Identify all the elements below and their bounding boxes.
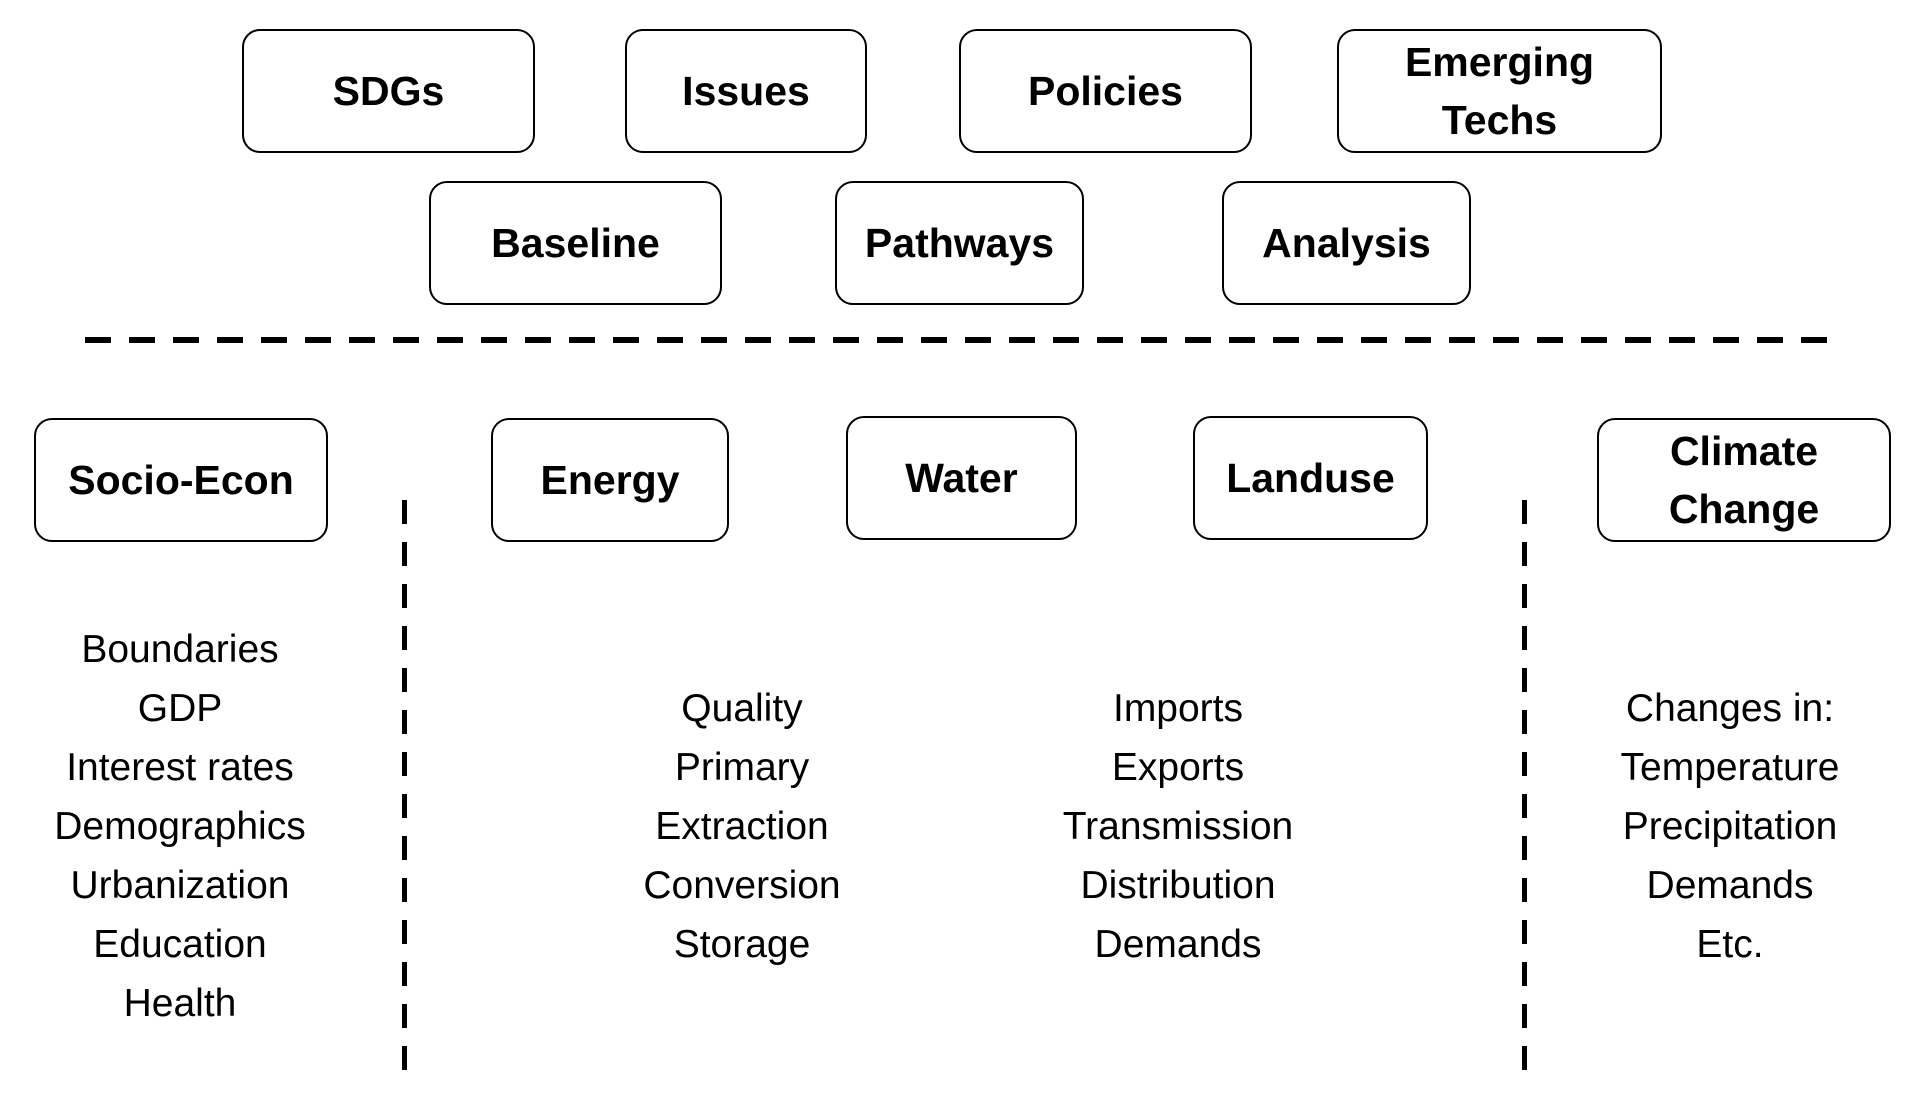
list-item: Exports — [1111, 746, 1245, 789]
issues-box: Issues — [625, 29, 867, 153]
policies-label: Policies — [1028, 68, 1183, 114]
list-item: Precipitation — [1622, 805, 1838, 848]
baseline-label: Baseline — [491, 220, 660, 266]
energy-box: Energy — [491, 418, 729, 542]
emerging-techs-label: Emerging Techs — [1404, 39, 1595, 143]
energy-label: Energy — [540, 457, 680, 503]
list-item: Demographics — [54, 805, 306, 848]
list-item: Education — [93, 923, 267, 966]
list-item: Urbanization — [70, 864, 290, 907]
list-item: Changes in: — [1625, 687, 1835, 730]
horizontal-dashed-divider — [85, 337, 1845, 343]
list-item: Demands — [1094, 923, 1262, 966]
water-label: Water — [905, 455, 1018, 501]
analysis-box: Analysis — [1222, 181, 1471, 305]
list-item: Conversion — [643, 864, 841, 907]
water-box: Water — [846, 416, 1077, 540]
list-item: Primary — [674, 746, 810, 789]
list-item: Quality — [681, 687, 803, 730]
climate-change-label: Climate Change — [1668, 428, 1820, 532]
landuse-box: Landuse — [1193, 416, 1428, 540]
landuse-list: Imports Exports Transmission Distributio… — [1028, 679, 1328, 974]
issues-label: Issues — [682, 68, 810, 114]
list-item: Distribution — [1080, 864, 1276, 907]
list-item: Boundaries — [81, 628, 279, 671]
vertical-dashed-divider-left — [402, 500, 407, 1072]
list-item: Storage — [673, 923, 811, 966]
list-item: Health — [123, 982, 237, 1025]
energy-list: Quality Primary Extraction Conversion St… — [592, 679, 892, 974]
list-item: Interest rates — [66, 746, 294, 789]
emerging-techs-box: Emerging Techs — [1337, 29, 1662, 153]
sdgs-box: SDGs — [242, 29, 535, 153]
socio-econ-box: Socio-Econ — [34, 418, 328, 542]
socio-econ-list: Boundaries GDP Interest rates Demographi… — [30, 620, 330, 1033]
pathways-box: Pathways — [835, 181, 1084, 305]
socio-econ-label: Socio-Econ — [68, 457, 294, 503]
list-item: Etc. — [1696, 923, 1764, 966]
analysis-label: Analysis — [1262, 220, 1431, 266]
climate-change-list: Changes in: Temperature Precipitation De… — [1580, 679, 1880, 974]
vertical-dashed-divider-right — [1522, 500, 1527, 1072]
sdgs-label: SDGs — [332, 68, 445, 114]
list-item: Temperature — [1620, 746, 1840, 789]
list-item: Transmission — [1062, 805, 1294, 848]
climate-change-box: Climate Change — [1597, 418, 1891, 542]
landuse-label: Landuse — [1226, 455, 1395, 501]
baseline-box: Baseline — [429, 181, 722, 305]
pathways-label: Pathways — [864, 220, 1055, 266]
list-item: Demands — [1646, 864, 1814, 907]
list-item: Imports — [1112, 687, 1244, 730]
policies-box: Policies — [959, 29, 1252, 153]
list-item: Extraction — [655, 805, 829, 848]
list-item: GDP — [137, 687, 223, 730]
